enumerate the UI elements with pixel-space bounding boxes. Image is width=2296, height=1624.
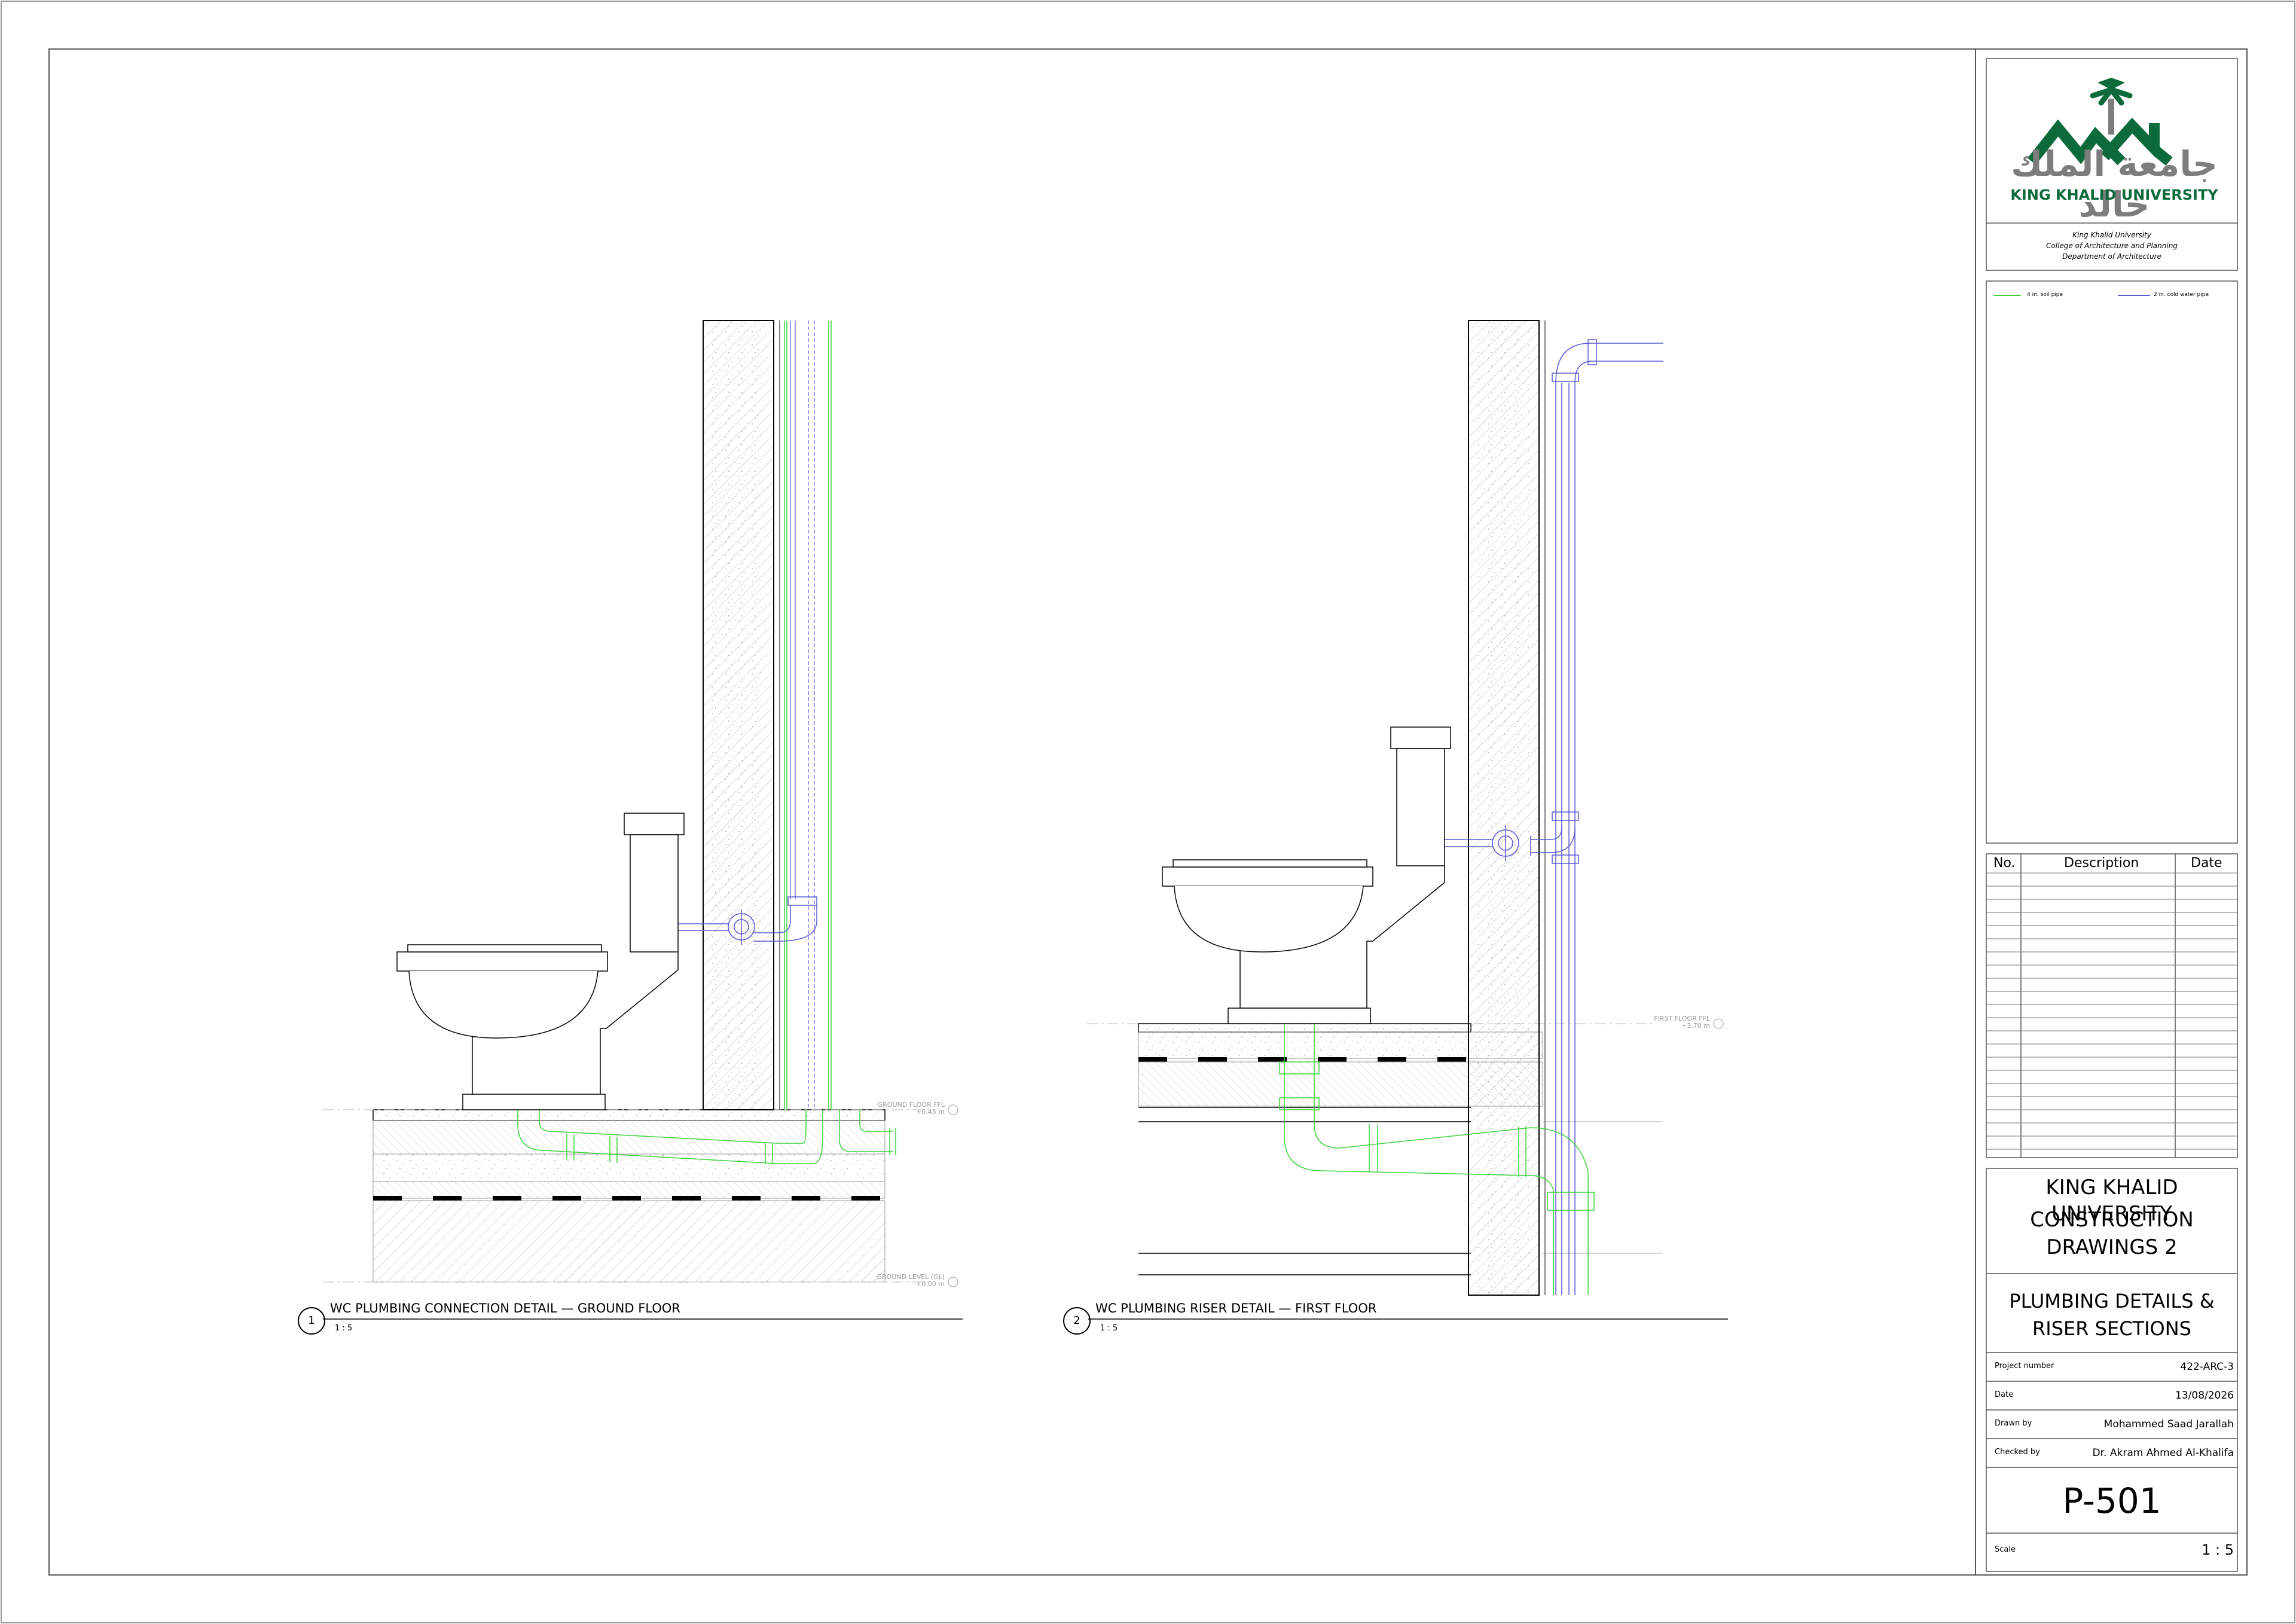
field-value-project-number: 422-ARC-3 [2180, 1361, 2234, 1373]
revision-header-date: Date [2191, 856, 2222, 871]
detail-1-level-ffl: GROUND FLOOR FFL +0.45 m [825, 1101, 945, 1116]
detail-1-title: WC PLUMBING CONNECTION DETAIL — GROUND F… [330, 1301, 680, 1315]
detail-2-level-ffl: FIRST FLOOR FFL +3.70 m [1590, 1015, 1710, 1030]
detail-2-level-ffl-value: +3.70 m [1681, 1022, 1710, 1030]
detail-1-level-ffl-value: +0.45 m [916, 1108, 945, 1116]
logo-english-text: KING KHALID UNIVERSITY [2010, 187, 2218, 203]
field-label-checked-by: Checked by [1995, 1448, 2040, 1457]
detail-2-level-ffl-name: FIRST FLOOR FFL [1654, 1015, 1710, 1022]
scale-value: 1 : 5 [2202, 1541, 2234, 1558]
detail-1-scale: 1 : 5 [335, 1324, 353, 1333]
logo-arabic-text: جامعة الملك خالد [2011, 144, 2218, 225]
project-title-line-2: CONSTRUCTION [2030, 1208, 2194, 1232]
affiliation-college: College of Architecture and Planning [2046, 242, 2178, 250]
affiliation-university: King Khalid University [2072, 231, 2151, 239]
revision-header-no: No. [1993, 856, 2016, 871]
revision-table-rows [1986, 872, 2237, 1150]
sheet-title-line-2: RISER SECTIONS [2032, 1317, 2191, 1340]
detail-1-level-gl-value: +0.00 m [916, 1280, 945, 1288]
project-title-line-1: KING KHALID UNIVERSITY [2045, 1176, 2178, 1226]
legend-soil-label: 4 in. soil pipe [2027, 292, 2063, 298]
detail-1-level-ffl-name: GROUND FLOOR FFL [877, 1101, 945, 1109]
affiliation-department: Department of Architecture [2062, 252, 2161, 261]
detail-2-number-bubble: 2 [1063, 1307, 1091, 1335]
field-label-date: Date [1995, 1390, 2014, 1399]
detail-1-drawing [323, 320, 963, 1320]
detail-2-scale: 1 : 5 [1100, 1324, 1118, 1333]
detail-2-drawing [1087, 320, 1728, 1320]
project-title-line-3: DRAWINGS 2 [2046, 1235, 2178, 1259]
titleblock-frames [1986, 58, 2238, 1572]
sheet-number: P-501 [2062, 1480, 2161, 1521]
detail-1-number-bubble: 1 [298, 1307, 325, 1335]
drawing-border [48, 48, 2248, 1576]
field-label-project-number: Project number [1995, 1362, 2054, 1370]
detail-2-title: WC PLUMBING RISER DETAIL — FIRST FLOOR [1095, 1301, 1377, 1315]
sheet-title-line-1: PLUMBING DETAILS & [2009, 1290, 2215, 1312]
field-label-drawn-by: Drawn by [1995, 1419, 2032, 1428]
kku-logo-mark [2027, 78, 2173, 166]
detail-1-level-gl: GROUND LEVEL (GL) +0.00 m [825, 1274, 945, 1288]
field-value-date: 13/08/2026 [2175, 1390, 2234, 1402]
field-value-checked-by: Dr. Akram Ahmed Al-Khalifa [2092, 1447, 2234, 1459]
field-value-drawn-by: Mohammed Saad Jarallah [2103, 1418, 2234, 1430]
scale-label: Scale [1995, 1545, 2016, 1554]
revision-header-description: Description [2064, 856, 2139, 871]
legend-water-label: 2 in. cold water pipe [2154, 292, 2209, 298]
detail-1-level-gl-name: GROUND LEVEL (GL) [877, 1273, 945, 1281]
